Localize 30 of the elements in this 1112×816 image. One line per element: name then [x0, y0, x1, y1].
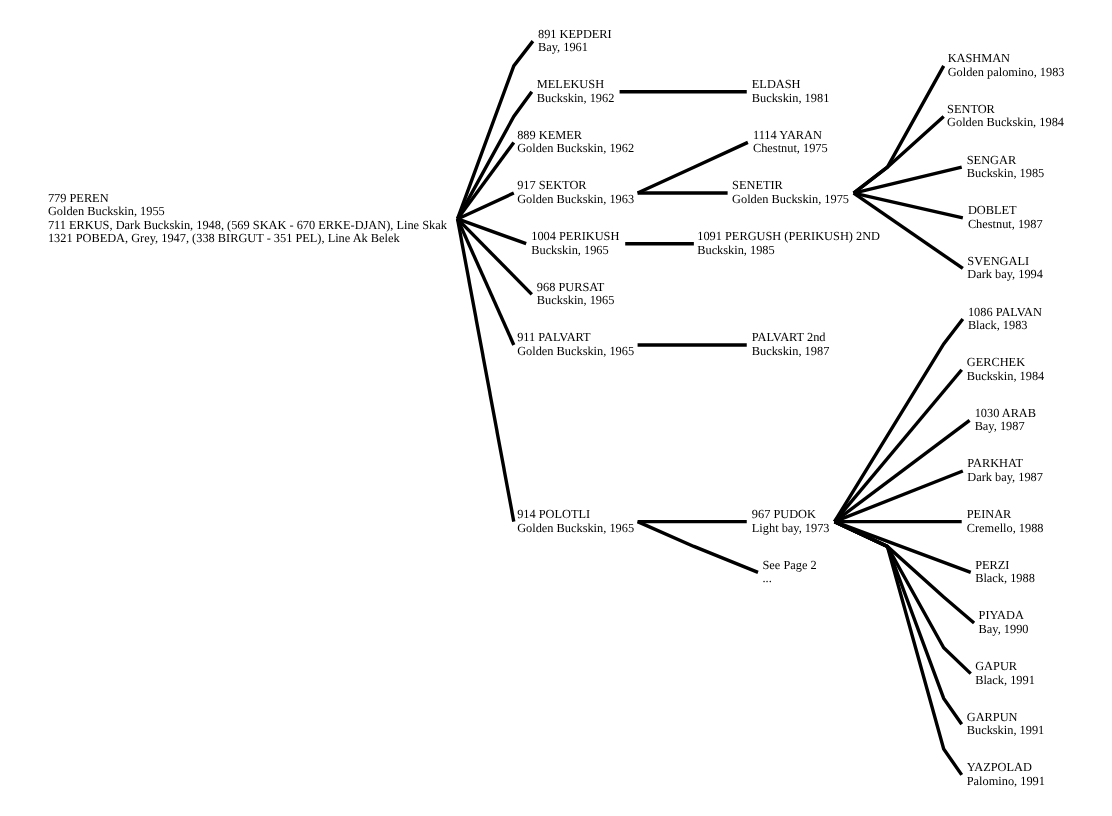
- connector: [833, 520, 972, 675]
- connector: [455, 40, 535, 220]
- connector: [455, 218, 516, 522]
- connector: [636, 520, 759, 574]
- connector: [637, 343, 747, 347]
- connector: [833, 520, 972, 574]
- connector: [833, 520, 964, 726]
- connector: [853, 165, 963, 195]
- connector: [833, 318, 965, 523]
- connector: [456, 217, 527, 246]
- connector: [833, 469, 964, 524]
- connector: [853, 191, 964, 220]
- connector: [852, 65, 946, 195]
- connector: [456, 141, 516, 220]
- connector: [619, 90, 747, 94]
- connector: [456, 217, 533, 296]
- connector: [456, 90, 534, 220]
- connector: [852, 115, 945, 195]
- connector: [833, 419, 971, 524]
- connector: [636, 140, 749, 195]
- connector: [637, 191, 728, 195]
- connector: [833, 520, 976, 625]
- connector: [833, 368, 963, 523]
- connector: [852, 191, 964, 270]
- connector: [456, 218, 516, 346]
- connector: [834, 519, 962, 524]
- connector: [625, 242, 694, 246]
- connector: [456, 191, 515, 221]
- connector: [833, 520, 964, 776]
- connector: [637, 519, 747, 524]
